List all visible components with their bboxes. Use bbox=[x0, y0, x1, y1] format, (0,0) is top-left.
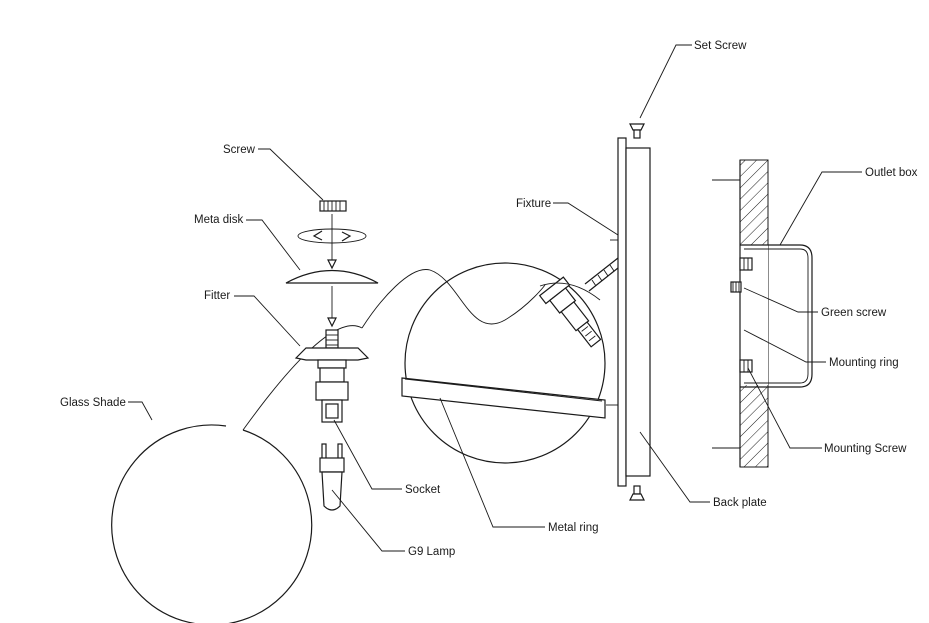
wall bbox=[712, 159, 769, 468]
label-glass-shade: Glass Shade bbox=[60, 397, 126, 409]
glass-shade-shape bbox=[111, 424, 313, 623]
label-green-screw: Green screw bbox=[821, 307, 887, 319]
fitter-shape bbox=[294, 329, 370, 369]
leader-lines bbox=[128, 44, 862, 552]
wire-curve bbox=[242, 269, 546, 431]
screw-shape bbox=[319, 200, 347, 212]
label-meta-disk: Meta disk bbox=[194, 214, 243, 226]
set-screw-shapes bbox=[629, 123, 645, 501]
assembled-globe-shape bbox=[401, 257, 619, 464]
label-back-plate: Back plate bbox=[713, 497, 767, 509]
green-screw-shape bbox=[730, 281, 742, 293]
g9-lamp-shape bbox=[319, 443, 345, 511]
outlet-box-shape bbox=[740, 244, 813, 388]
label-fixture: Fixture bbox=[516, 198, 551, 210]
label-fitter: Fitter bbox=[204, 290, 230, 302]
socket-shape bbox=[315, 367, 349, 423]
label-outlet-box: Outlet box bbox=[865, 167, 918, 179]
label-mounting-ring: Mounting ring bbox=[829, 357, 899, 369]
rotation-arrow-shape bbox=[297, 214, 367, 270]
meta-disk-shape bbox=[285, 270, 379, 328]
label-metal-ring: Metal ring bbox=[548, 522, 599, 534]
back-plate-shape bbox=[606, 137, 651, 487]
label-set-screw: Set Screw bbox=[694, 40, 747, 52]
label-screw: Screw bbox=[223, 144, 256, 156]
label-g9-lamp: G9 Lamp bbox=[408, 546, 455, 558]
label-mounting-screw: Mounting Screw bbox=[824, 443, 907, 455]
label-socket: Socket bbox=[405, 484, 441, 496]
